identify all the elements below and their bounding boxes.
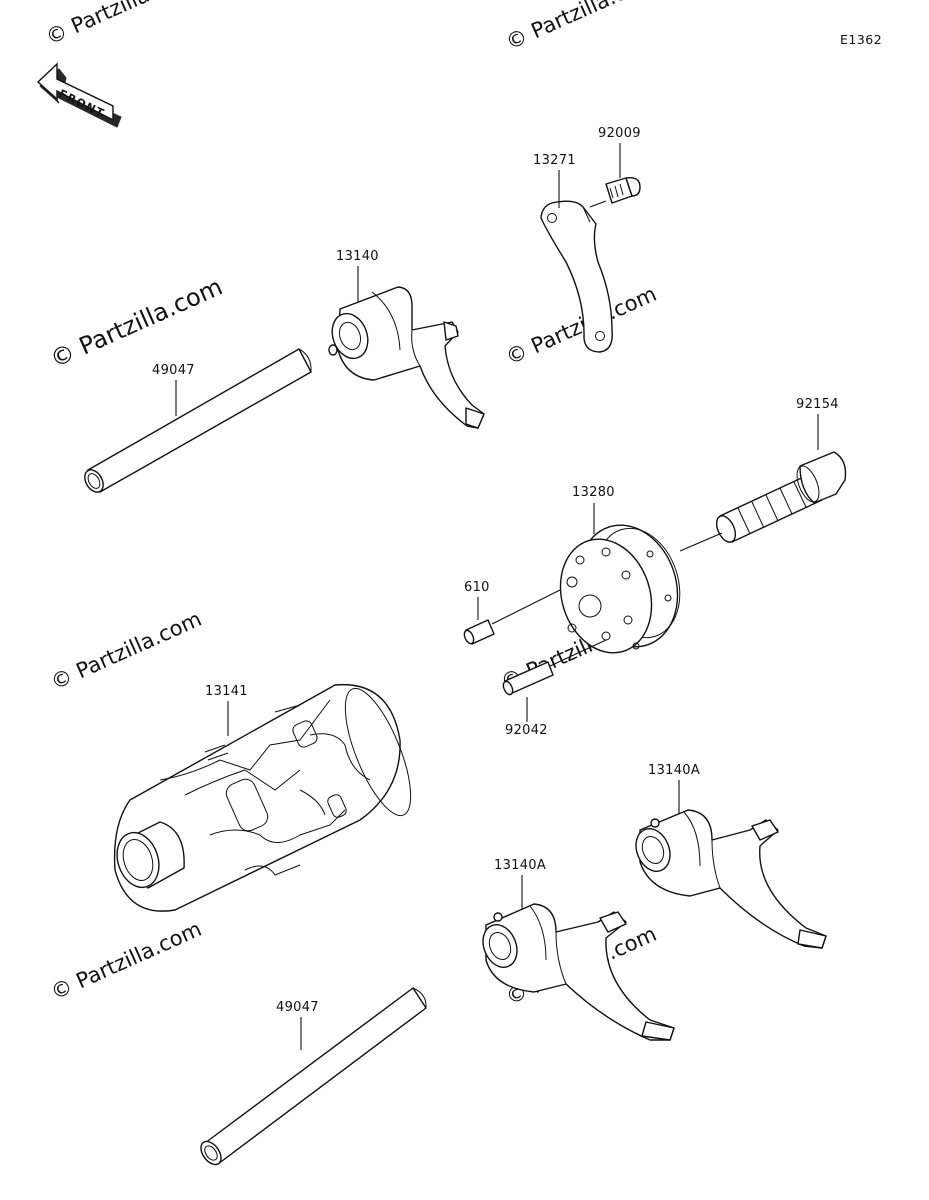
shift-rod-upper[interactable]	[81, 348, 312, 495]
diagram-code: E1362	[840, 32, 882, 47]
label-13140a-left: 13140A	[494, 858, 546, 873]
screw-92009[interactable]	[589, 177, 641, 208]
front-arrow-icon: FRONT	[36, 62, 122, 128]
watermark: © Partzilla.com	[47, 607, 205, 695]
pin-610[interactable]	[462, 619, 495, 645]
label-92009: 92009	[598, 126, 641, 141]
label-49047-lower: 49047	[276, 1000, 319, 1015]
bolt-92154[interactable]	[679, 451, 847, 552]
shift-rod-lower[interactable]	[197, 987, 427, 1168]
label-92154: 92154	[796, 397, 839, 412]
label-13280: 13280	[572, 485, 615, 500]
shift-fork-13140[interactable]	[326, 286, 485, 429]
pin-92042[interactable]	[501, 639, 607, 696]
label-610: 610	[464, 580, 490, 595]
shift-drum-cam-13280[interactable]	[491, 512, 693, 665]
label-92042: 92042	[505, 723, 548, 738]
watermark: © Partzilla.com	[42, 0, 200, 50]
label-49047-upper: 49047	[152, 363, 195, 378]
shift-fork-13140a-left[interactable]	[477, 903, 675, 1041]
label-13140a-right: 13140A	[648, 763, 700, 778]
watermark-main: © Partzilla.com	[46, 273, 227, 374]
watermark: © Partzilla.com	[47, 917, 205, 1005]
watermark: © Partzilla.com	[502, 0, 660, 55]
label-13271: 13271	[533, 153, 576, 168]
shift-drum-13141[interactable]	[110, 681, 424, 912]
stopper-13271[interactable]	[540, 200, 613, 353]
shift-fork-13140a-right[interactable]	[630, 809, 827, 949]
label-13141: 13141	[205, 684, 248, 699]
label-13140: 13140	[336, 249, 379, 264]
